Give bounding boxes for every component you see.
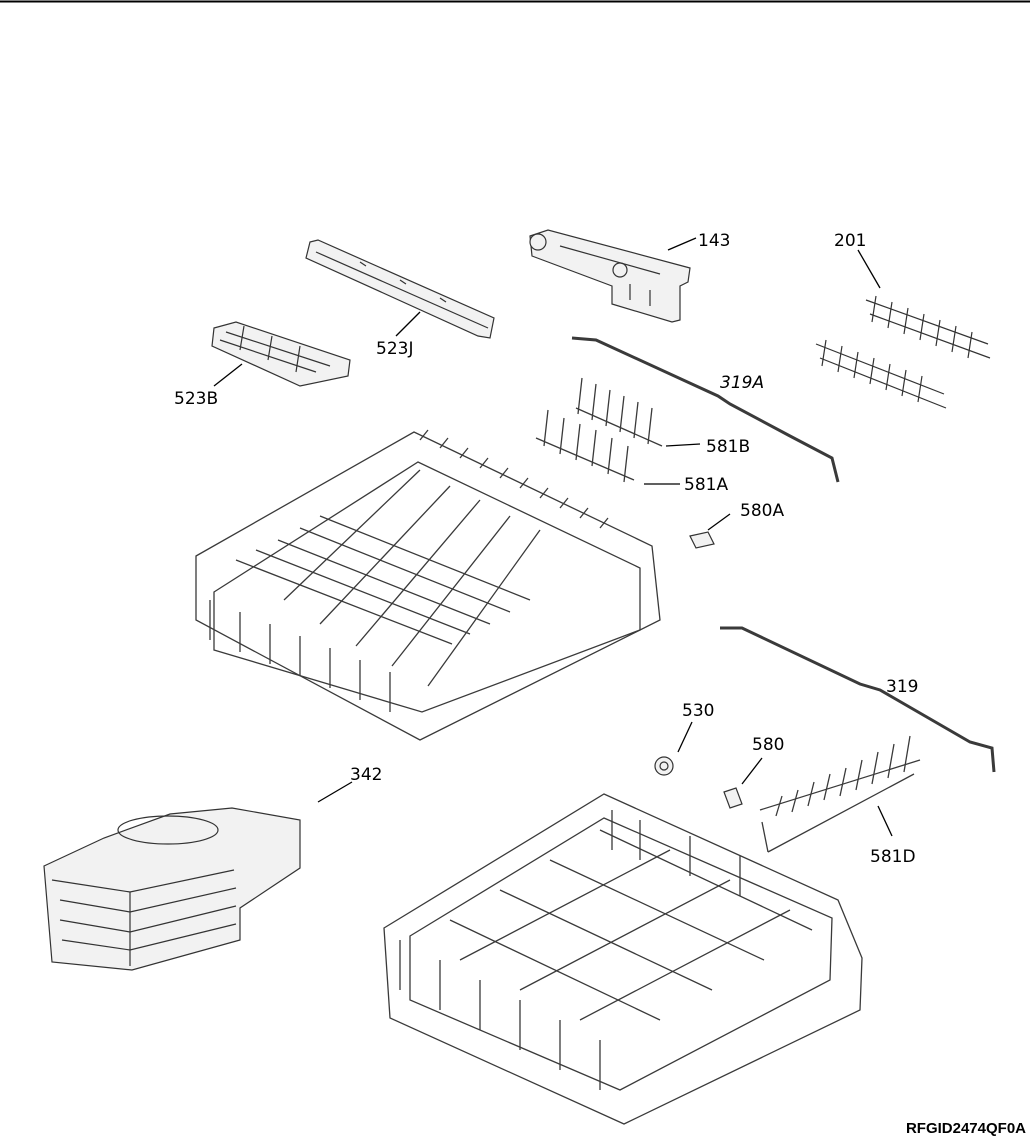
part-523J-rail[interactable] (306, 240, 494, 338)
callout-581B: 581B (706, 437, 750, 457)
callout-530: 530 (682, 701, 714, 721)
part-530-wheel[interactable] (655, 757, 673, 775)
callout-523J: 523J (376, 339, 413, 359)
leader-523B (214, 364, 242, 386)
leader-580A (708, 514, 730, 530)
part-581B-tine-row[interactable] (576, 378, 662, 446)
leader-201 (858, 250, 880, 288)
callout-523B: 523B (174, 389, 218, 409)
part-580A-clip[interactable] (690, 532, 714, 548)
part-lower-rack[interactable] (384, 794, 862, 1124)
callout-342: 342 (350, 765, 382, 785)
leader-143 (668, 238, 696, 250)
part-319A-track[interactable] (572, 338, 838, 482)
callout-581A: 581A (684, 475, 728, 495)
callout-201: 201 (834, 231, 866, 251)
part-580-clip[interactable] (724, 788, 742, 808)
callout-581D: 581D (870, 847, 916, 867)
leader-342 (318, 782, 352, 802)
part-581A-tine-row[interactable] (536, 410, 634, 482)
leader-523J (396, 312, 420, 336)
diagram-id: RFGID2474QF0A (906, 1120, 1026, 1137)
callout-319: 319 (886, 677, 918, 697)
callout-580A: 580A (740, 501, 784, 521)
part-342-cutlery-basket[interactable] (44, 808, 300, 970)
part-523B-tray[interactable] (212, 322, 350, 386)
leader-581B (666, 444, 700, 446)
leader-581D (878, 806, 892, 836)
callout-319A: 319A (720, 373, 764, 393)
callout-580: 580 (752, 735, 784, 755)
part-upper-rack[interactable] (196, 430, 660, 740)
part-143-bracket[interactable] (530, 230, 690, 322)
callout-143: 143 (698, 231, 730, 251)
leader-530 (678, 722, 692, 752)
leader-580 (742, 758, 762, 784)
part-201-tine-clips[interactable] (816, 296, 990, 408)
